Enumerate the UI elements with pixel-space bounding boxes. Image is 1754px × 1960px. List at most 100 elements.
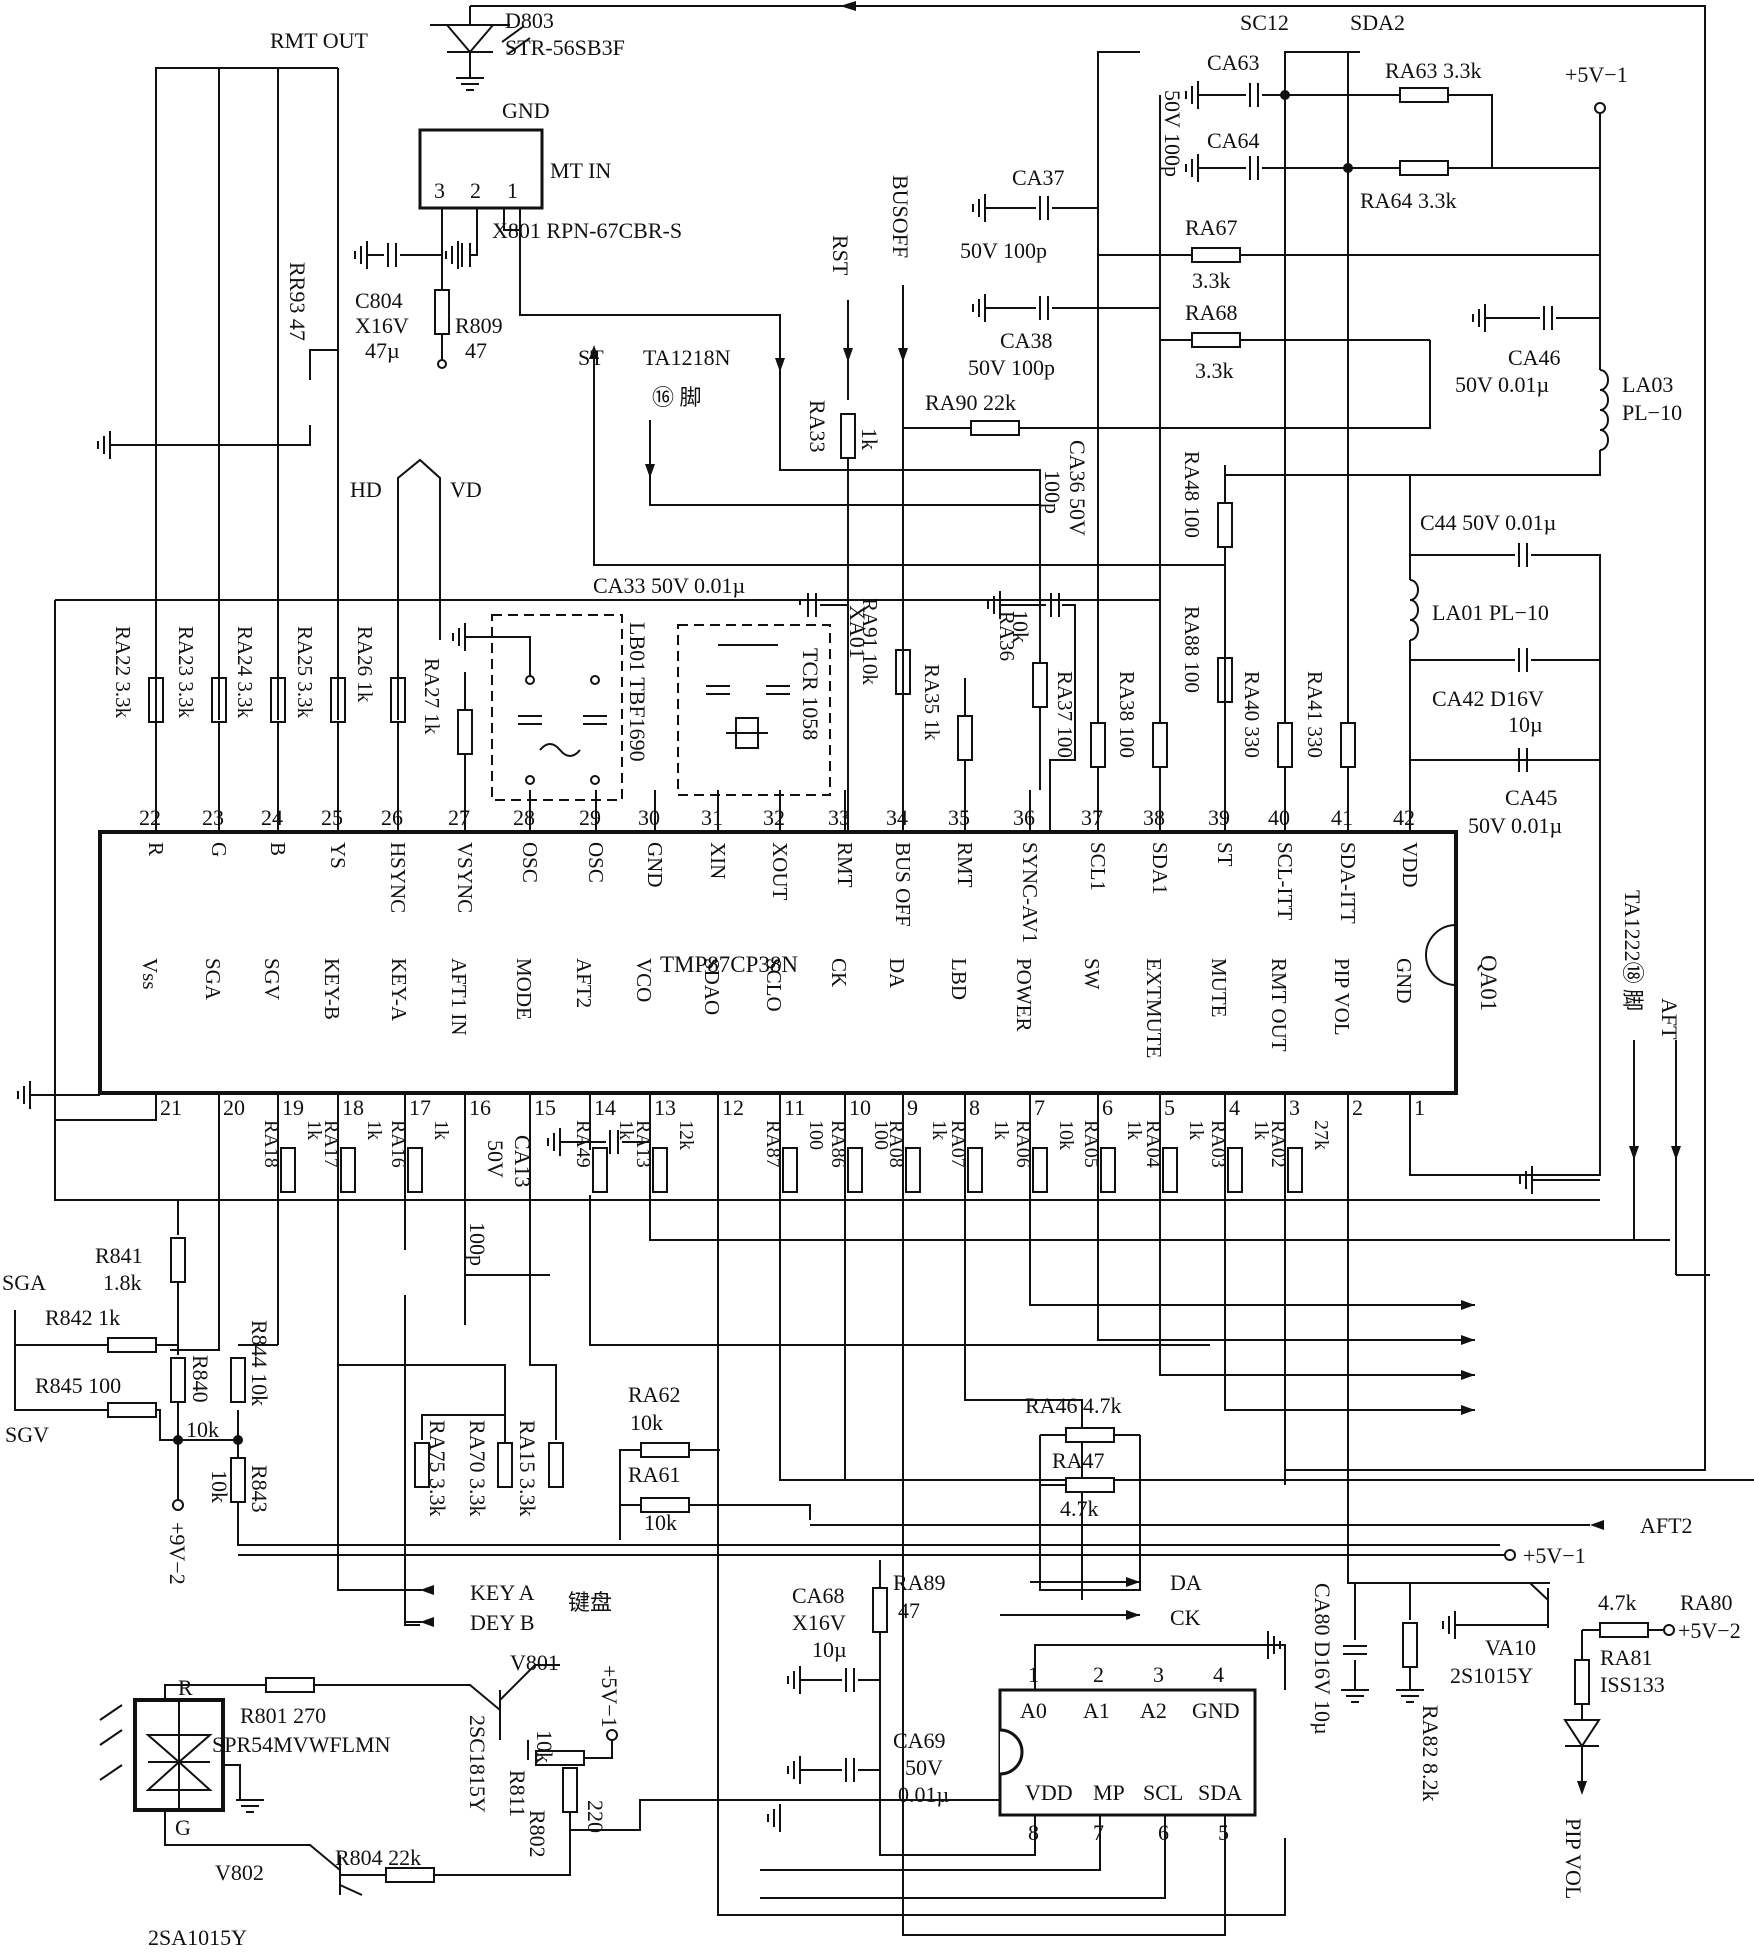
label-ca13-v: 50V: [483, 1140, 508, 1178]
top-resistor-label: RA22 3.3k: [111, 626, 135, 719]
bottom-resistor-value: 1k: [1123, 1120, 1145, 1140]
ic-pin-number: 27: [448, 805, 470, 830]
ic-pin-number: 22: [139, 805, 161, 830]
label-ra33-val: 1k: [857, 428, 882, 450]
label-c804-v: X16V: [355, 313, 409, 338]
eeprom-label-scl: SCL: [1143, 1780, 1183, 1805]
bottom-resistor-label: RA06: [1012, 1120, 1034, 1168]
ic-pin-number: 3: [1289, 1095, 1300, 1120]
label-ca68: CA68: [792, 1583, 845, 1608]
ic-pin-signal: SGA: [201, 958, 225, 1001]
label-va10: VA10: [1485, 1635, 1536, 1660]
ic-pin-signal: SYNC-AV1: [1018, 842, 1042, 943]
ic-pin-number: 23: [202, 805, 224, 830]
ic-pin-signal: KEY-B: [320, 958, 344, 1020]
ic-pin-signal: EXTMUTE: [1142, 958, 1166, 1058]
ic-pin-number: 14: [594, 1095, 616, 1120]
ic-pin-signal: SW: [1080, 958, 1104, 990]
top-resistor-label: RA25 3.3k: [293, 626, 317, 719]
ic-pin-signal: YS: [326, 842, 350, 869]
label-r840-val: 10k: [186, 1417, 219, 1442]
ic-pin-signal: VSYNC: [453, 842, 477, 913]
label-ra63: RA63 3.3k: [1385, 58, 1482, 83]
ic-pin-signal: AFT1 IN: [447, 958, 471, 1036]
label-ra62: RA62: [628, 1382, 681, 1407]
label-ra82: RA82 8.2k: [1418, 1705, 1443, 1802]
label-r809-val: 47: [465, 338, 487, 363]
label-r811: 10k: [532, 1730, 557, 1763]
bottom-resistor-label: RA05: [1080, 1120, 1102, 1168]
ic-pin-signal: AFT2: [572, 958, 596, 1008]
top-resistor: RA88 100: [1180, 606, 1233, 790]
label-v802-type: 2SA1015Y: [148, 1925, 247, 1950]
label-r843-val: 10k: [207, 1470, 232, 1503]
eeprom-pin-5: 5: [1218, 1820, 1229, 1845]
label-sga: SGA: [2, 1270, 46, 1295]
ic-pin-number: 9: [907, 1095, 918, 1120]
top-resistor: RA24 3.3k: [233, 626, 286, 790]
eeprom-pin-1: 1: [1028, 1662, 1039, 1687]
label-ra64: RA64 3.3k: [1360, 188, 1457, 213]
ic-pin-number: 17: [409, 1095, 431, 1120]
label-pin16: ⑯ 脚: [652, 385, 702, 410]
ic-pin-signal: OSC: [584, 842, 608, 883]
ic-pin-signal: XIN: [706, 842, 730, 879]
label-st: ST: [578, 345, 604, 370]
ic-pin-signal: RMT: [833, 842, 857, 888]
ic-pin-number: 34: [886, 805, 908, 830]
eeprom: [760, 1630, 1286, 1899]
ic-pin-signal: B: [266, 842, 290, 856]
label-ra67: RA67: [1185, 215, 1238, 240]
top-resistor: RA36: [995, 611, 1048, 790]
ic-pin-number: 42: [1393, 805, 1415, 830]
label-ca46-val: 50V 0.01µ: [1455, 372, 1549, 397]
label-r845: R845 100: [35, 1373, 121, 1398]
label-da: DA: [1170, 1570, 1202, 1595]
eeprom-label-gnd: GND: [1192, 1698, 1240, 1723]
bottom-resistor-label: RA49: [572, 1120, 594, 1168]
bottom-resistor-label: RA08: [885, 1120, 907, 1168]
label-ca45-val: 50V 0.01µ: [1468, 813, 1562, 838]
ic-pin-signal: GND: [1392, 958, 1416, 1004]
top-resistor-label: RA36: [995, 611, 1019, 661]
label-ra47-val: 4.7k: [1060, 1496, 1099, 1521]
label-ca38: CA38: [1000, 328, 1053, 353]
ic-pin-signal: RMT: [953, 842, 977, 888]
ic-pin-number: 15: [534, 1095, 556, 1120]
label-ca80: CA80 D16V 10µ: [1310, 1583, 1335, 1735]
bottom-resistor-value: 1k: [363, 1120, 385, 1140]
label-led-g: G: [175, 1815, 191, 1840]
label-sda2: SDA2: [1350, 10, 1405, 35]
label-r802-val: 220: [583, 1800, 608, 1833]
sga-sgv-network: [14, 1200, 246, 1511]
top-resistor-label: RA38 100: [1115, 671, 1139, 758]
ic-pin-number: 41: [1331, 805, 1353, 830]
label-vd: VD: [450, 477, 482, 502]
eeprom-pin-8: 8: [1028, 1820, 1039, 1845]
top-resistor-label: RA41 330: [1303, 671, 1327, 758]
ic-pin-signal: VDD: [1398, 842, 1422, 888]
ic-pin-number: 26: [381, 805, 403, 830]
label-r804: R804 22k: [335, 1845, 421, 1870]
label-busoff: BUSOFF: [888, 175, 913, 258]
top-resistor-label: RA35 1k: [920, 664, 944, 741]
label-r802: R802: [525, 1810, 550, 1858]
label-ca46: CA46: [1508, 345, 1561, 370]
label-ca69-v: 50V: [905, 1755, 943, 1780]
label-key-a: KEY A: [470, 1580, 535, 1605]
ic-pin-number: 36: [1013, 805, 1035, 830]
ic-pin-signal: SCL-ITT: [1273, 842, 1297, 920]
label-r843: R843: [247, 1465, 272, 1513]
eeprom-pin-2: 2: [1093, 1662, 1104, 1687]
lb01-filter: [452, 614, 623, 801]
label-ca69: CA69: [893, 1728, 946, 1753]
ic-pin-number: 31: [701, 805, 723, 830]
eeprom-label-vdd: VDD: [1025, 1780, 1073, 1805]
label-ra68: RA68: [1185, 300, 1238, 325]
